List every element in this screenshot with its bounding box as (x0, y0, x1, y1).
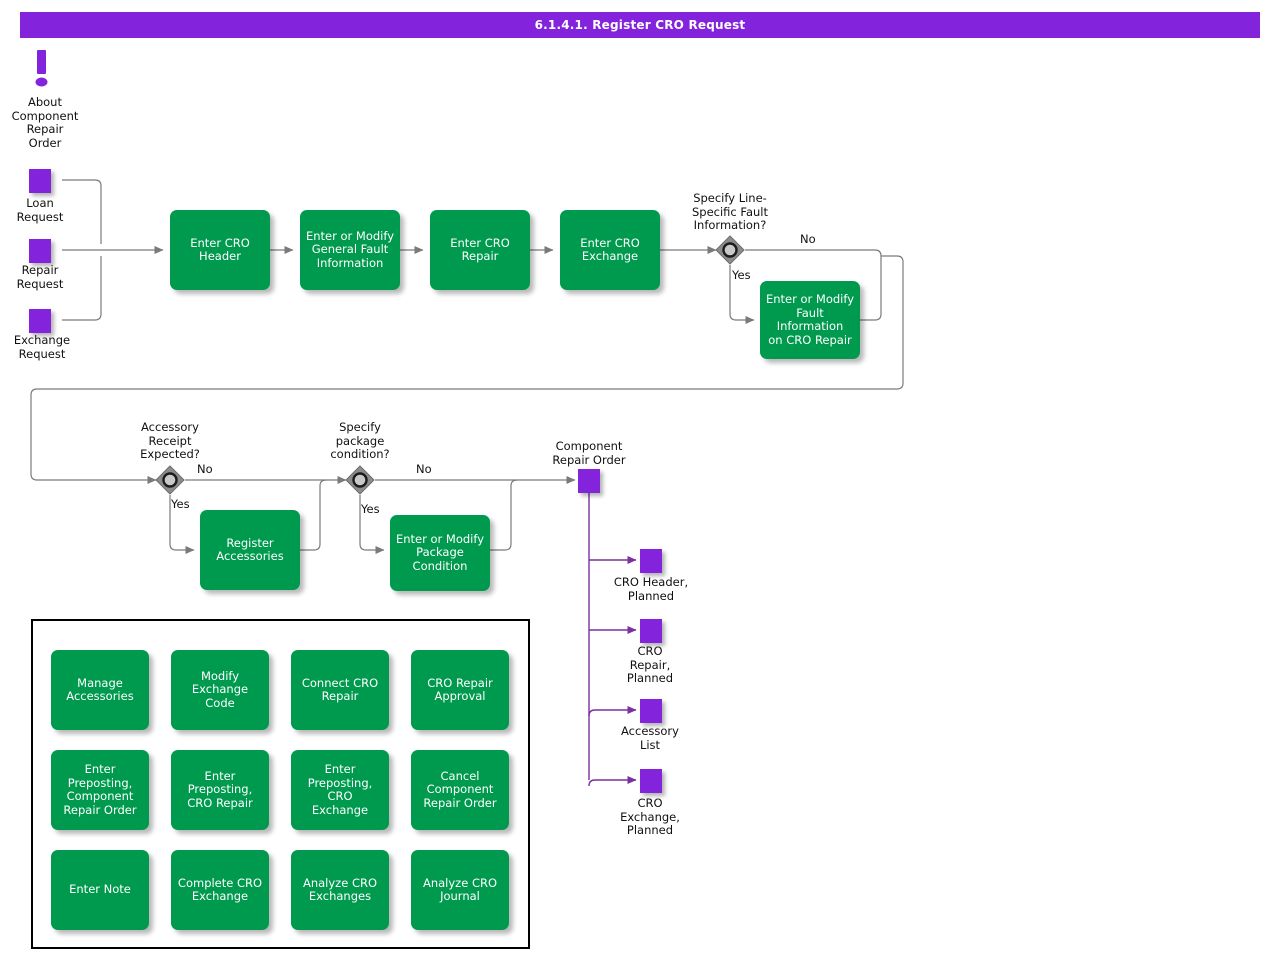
data-node-loan-request-label: Loan Request (16, 196, 64, 224)
activity-enter-or-modify-package-condition[interactable]: Enter or Modify Package Condition (390, 515, 490, 591)
activity-manage-accessories[interactable]: Manage Accessories (51, 650, 149, 730)
activity-register-accessories[interactable]: Register Accessories (200, 510, 300, 590)
data-node-cro-header-planned[interactable] (640, 549, 662, 573)
edge-label-yes-3: Yes (361, 502, 380, 516)
activity-analyze-cro-journal[interactable]: Analyze CRO Journal (411, 850, 509, 930)
decision-accessory-receipt-expected-label: Accessory Receipt Expected? (140, 420, 200, 461)
activity-enter-or-modify-general-fault-information[interactable]: Enter or Modify General Fault Informatio… (300, 210, 400, 290)
edge-label-no-1: No (800, 232, 816, 246)
edge-label-yes-1: Yes (732, 268, 751, 282)
activity-enter-cro-repair[interactable]: Enter CRO Repair (430, 210, 530, 290)
activity-enter-preposting-cro-repair[interactable]: Enter Preposting, CRO Repair (171, 750, 269, 830)
about-component-repair-order-label: About Component Repair Order (11, 95, 79, 150)
data-node-loan-request[interactable] (29, 169, 51, 193)
page-title: 6.1.4.1. Register CRO Request (20, 12, 1260, 38)
activity-enter-or-modify-fault-information-on-cro-repair[interactable]: Enter or Modify Fault Information on CRO… (760, 281, 860, 359)
data-node-cro-repair-planned[interactable] (640, 619, 662, 643)
activity-cancel-component-repair-order[interactable]: Cancel Component Repair Order (411, 750, 509, 830)
data-node-exchange-request[interactable] (29, 309, 51, 333)
data-node-repair-request[interactable] (29, 239, 51, 263)
decision-specify-line-specific-fault-information[interactable] (715, 235, 745, 265)
data-node-component-repair-order-label: Component Repair Order (552, 439, 626, 467)
activity-modify-exchange-code[interactable]: Modify Exchange Code (171, 650, 269, 730)
data-node-cro-exchange-planned-label: CRO Exchange, Planned (620, 796, 680, 837)
related-activities-panel (31, 619, 530, 949)
activity-enter-note[interactable]: Enter Note (51, 850, 149, 930)
data-node-component-repair-order[interactable] (578, 469, 600, 493)
decision-specify-package-condition[interactable] (345, 465, 375, 495)
activity-connect-cro-repair[interactable]: Connect CRO Repair (291, 650, 389, 730)
activity-enter-preposting-cro-exchange[interactable]: Enter Preposting, CRO Exchange (291, 750, 389, 830)
edge-label-no-3: No (416, 462, 432, 476)
decision-specify-package-condition-label: Specify package condition? (330, 420, 390, 461)
decision-specify-line-specific-fault-information-label: Specify Line- Specific Fault Information… (691, 191, 768, 232)
data-node-repair-request-label: Repair Request (16, 263, 64, 291)
data-node-cro-repair-planned-label: CRO Repair, Planned (626, 644, 674, 685)
edge-label-yes-2: Yes (171, 497, 190, 511)
activity-enter-preposting-component-repair-order[interactable]: Enter Preposting, Component Repair Order (51, 750, 149, 830)
decision-accessory-receipt-expected[interactable] (155, 465, 185, 495)
data-node-exchange-request-label: Exchange Request (13, 333, 71, 361)
activity-enter-cro-header[interactable]: Enter CRO Header (170, 210, 270, 290)
data-node-accessory-list-label: Accessory List (621, 724, 679, 752)
edge-label-no-2: No (197, 462, 213, 476)
data-node-cro-header-planned-label: CRO Header, Planned (613, 575, 689, 603)
activity-complete-cro-exchange[interactable]: Complete CRO Exchange (171, 850, 269, 930)
activity-analyze-cro-exchanges[interactable]: Analyze CRO Exchanges (291, 850, 389, 930)
activity-enter-cro-exchange[interactable]: Enter CRO Exchange (560, 210, 660, 290)
data-node-accessory-list[interactable] (640, 699, 662, 723)
data-node-cro-exchange-planned[interactable] (640, 769, 662, 793)
activity-cro-repair-approval[interactable]: CRO Repair Approval (411, 650, 509, 730)
exclamation-mark-icon (32, 50, 54, 94)
